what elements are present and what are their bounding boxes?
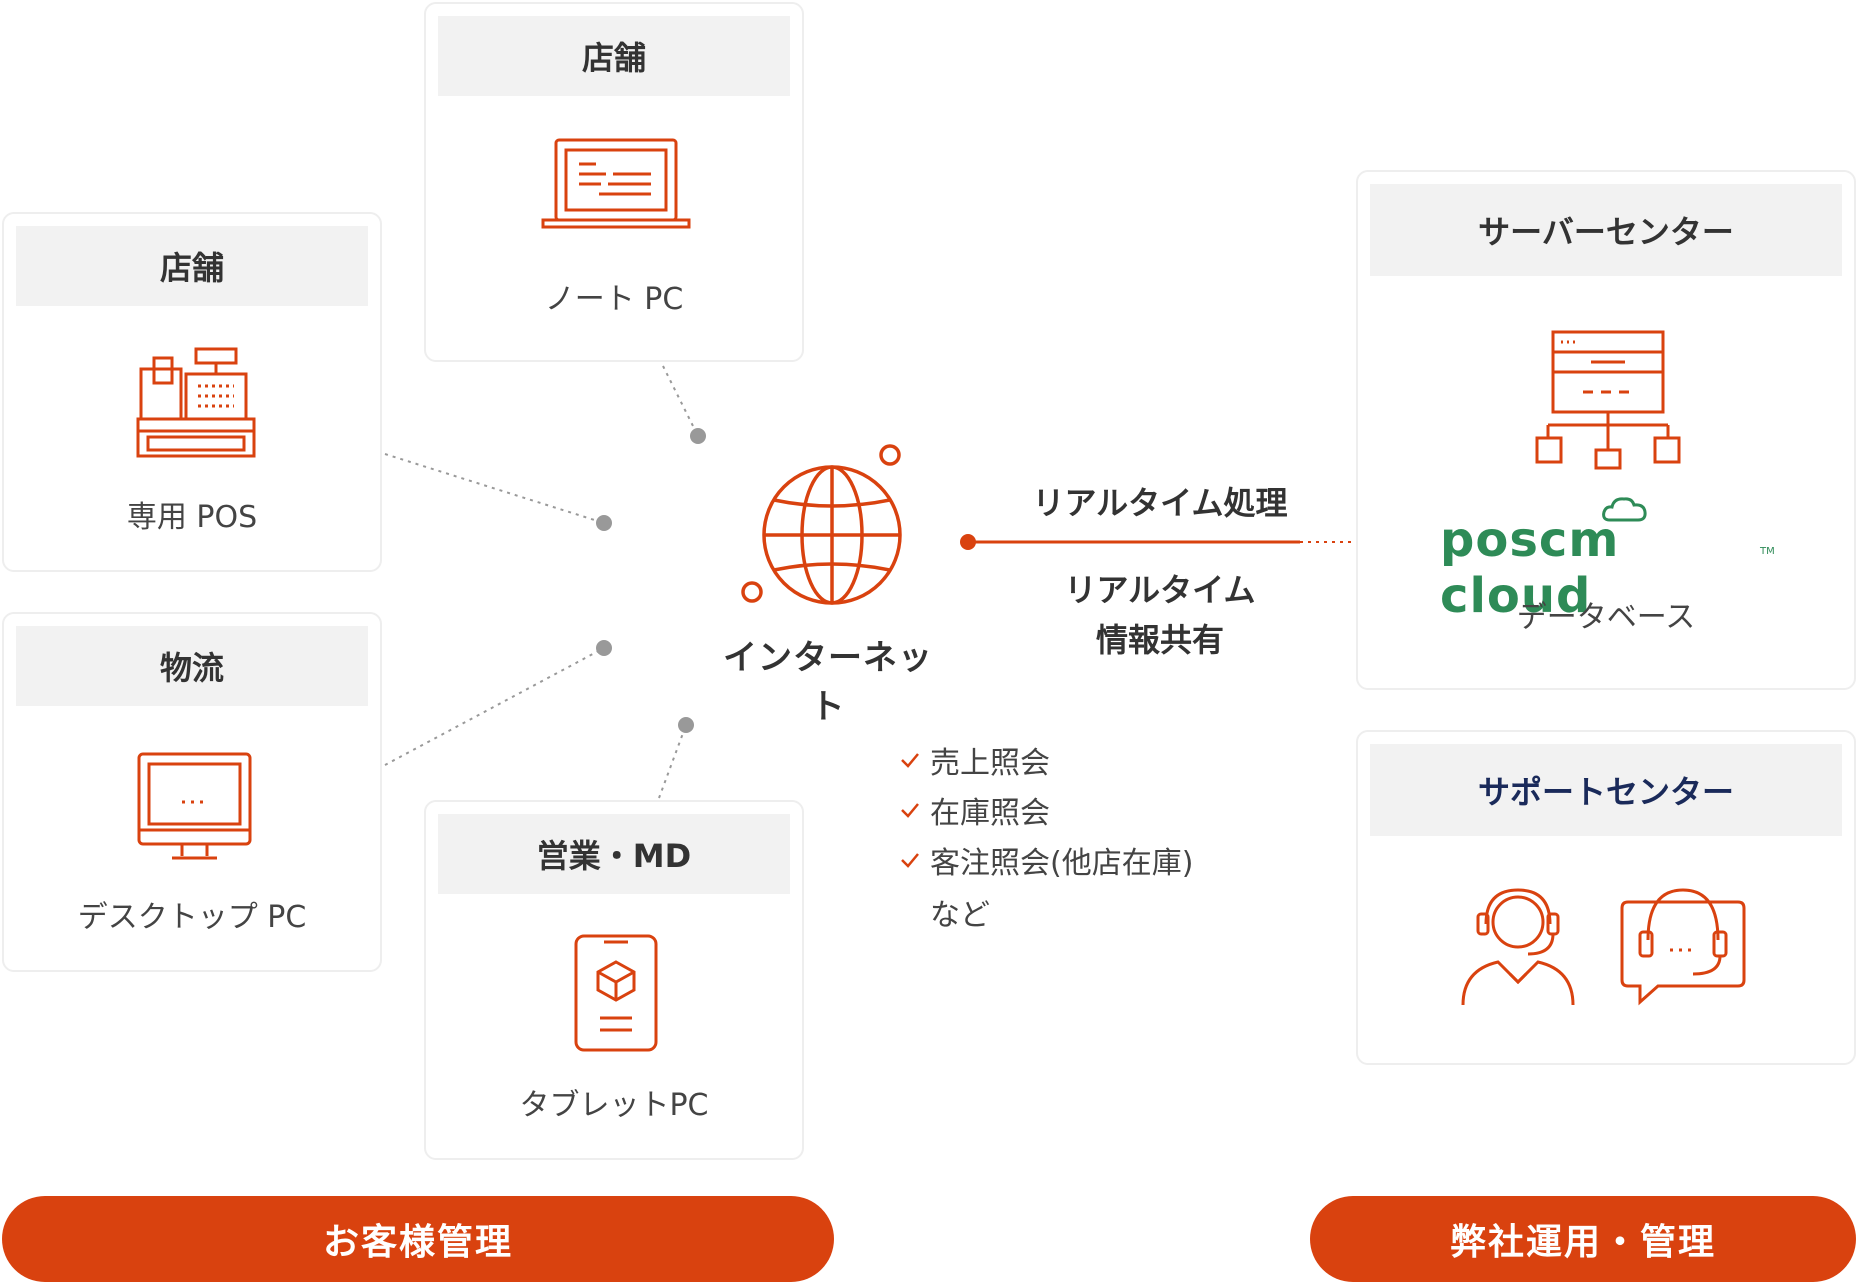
card-label: データベース bbox=[1516, 600, 1696, 635]
logo-tm: TM bbox=[1760, 546, 1775, 557]
card-title: サーバーセンター bbox=[1370, 184, 1842, 276]
chat-headset-icon bbox=[1620, 888, 1746, 1006]
check-item: 在庫照会 bbox=[900, 788, 1050, 832]
card-sales-md: 営業・MD タブレットPC bbox=[424, 800, 804, 1160]
card-title: 店舗 bbox=[438, 16, 790, 96]
card-label: デスクトップ PC bbox=[77, 900, 307, 935]
cloud-icon bbox=[1602, 497, 1647, 522]
company-management-bar: 弊社運用・管理 bbox=[1310, 1196, 1856, 1282]
customer-management-bar: お客様管理 bbox=[2, 1196, 834, 1282]
check-more: など bbox=[930, 898, 990, 933]
link-label-bottom-2: 情報共有 bbox=[1095, 621, 1224, 659]
card-title: 店舗 bbox=[16, 226, 368, 306]
poscm-cloud-logo: poscm cloud TM bbox=[1440, 497, 1780, 624]
card-label: ノート PC bbox=[544, 282, 684, 317]
desktop-pc-icon bbox=[137, 752, 252, 860]
card-pos: 店舗 専用 POS bbox=[2, 212, 382, 572]
card-label: 専用 POS bbox=[126, 500, 258, 535]
logo-text: poscm cloud bbox=[1440, 512, 1620, 624]
card-title: サポートセンター bbox=[1370, 744, 1842, 836]
laptop-icon bbox=[541, 138, 691, 229]
card-title: 物流 bbox=[16, 626, 368, 706]
internet-label: インターネット bbox=[723, 638, 933, 727]
card-title: 営業・MD bbox=[438, 814, 790, 894]
card-note-pc: 店舗 ノート PC bbox=[424, 2, 804, 362]
card-server-center: サーバーセンター poscm cloud TM データベース bbox=[1356, 170, 1856, 690]
check-icon bbox=[901, 753, 919, 768]
tablet-icon bbox=[574, 934, 658, 1052]
link-label-bottom-1: リアルタイム bbox=[1064, 571, 1256, 609]
check-label: 在庫照会 bbox=[930, 796, 1050, 831]
check-item: 客注照会(他店在庫) bbox=[900, 838, 1193, 882]
check-icon bbox=[901, 853, 919, 868]
globe-icon bbox=[741, 444, 902, 605]
check-label: 客注照会(他店在庫) bbox=[930, 846, 1194, 881]
pos-register-icon bbox=[136, 347, 256, 458]
card-logistics: 物流 デスクトップ PC bbox=[2, 612, 382, 972]
card-label: タブレットPC bbox=[519, 1088, 709, 1123]
check-label: 売上照会 bbox=[930, 746, 1050, 781]
card-support-center: サポートセンター bbox=[1356, 730, 1856, 1065]
link-label-top: リアルタイム処理 bbox=[1032, 484, 1288, 522]
server-icon bbox=[1535, 330, 1681, 470]
operator-icon bbox=[1461, 888, 1575, 1006]
check-item: 売上照会 bbox=[900, 738, 1050, 782]
check-icon bbox=[901, 803, 919, 818]
